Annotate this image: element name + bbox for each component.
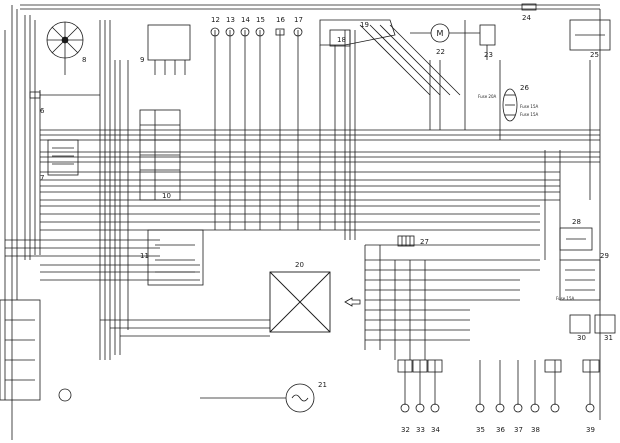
callout-13: 13 [226,16,235,24]
callout-36: 36 [496,426,505,434]
battery-20-symbol [269,271,331,333]
relay-30-31-symbol [569,314,616,334]
callouts: 6 7 8 9 10 11 12 13 14 15 16 17 18 19 20… [40,14,613,434]
bulbs-bottom-row [397,359,600,413]
callout-18: 18 [337,36,346,44]
fan-8-symbol [46,21,84,75]
callout-31: 31 [604,334,613,342]
callout-39: 39 [586,426,595,434]
callout-35: 35 [476,426,485,434]
callout-32: 32 [401,426,410,434]
fuse-box-26-symbol [502,88,518,122]
motor-label: M [437,29,444,38]
callout-9: 9 [140,56,144,64]
module-9-symbol [147,24,191,75]
callout-15: 15 [256,16,265,24]
callout-16: 16 [276,16,285,24]
ecu-25-symbol [569,19,611,51]
fuse-label-b: Fuse 15A [520,104,539,109]
relay-board-10-symbol [139,109,181,201]
callout-30: 30 [577,334,586,342]
direction-arrow [344,297,361,307]
callout-20: 20 [295,261,304,269]
callout-26: 26 [520,84,529,92]
callout-33: 33 [416,426,425,434]
callout-17: 17 [294,16,303,24]
wire-harness [4,4,601,440]
switch-block-11-symbol [147,229,204,286]
callout-11: 11 [140,252,149,260]
callout-23: 23 [484,51,493,59]
callout-22: 22 [436,48,445,56]
callout-28: 28 [572,218,581,226]
callout-10: 10 [162,192,171,200]
starter-relay-23-symbol [479,24,496,60]
callout-38: 38 [531,426,540,434]
starter-motor-22-symbol [410,23,480,43]
callout-7: 7 [40,174,44,182]
lamps-row [210,27,303,37]
callout-12: 12 [211,16,220,24]
fuse-label-c: Fuse 15A [520,112,539,117]
callout-25: 25 [590,51,599,59]
callout-8: 8 [82,56,86,64]
callout-19: 19 [360,21,369,29]
callout-34: 34 [431,426,440,434]
regulator-7-symbol [47,139,79,176]
handlebar-switch-19-symbol [319,19,396,47]
relay-28-symbol [559,227,593,251]
callout-29: 29 [600,252,609,260]
callout-27: 27 [420,238,429,246]
callout-37: 37 [514,426,523,434]
relay-29-symbol [559,259,601,301]
callout-24: 24 [522,14,531,22]
connector-6-symbol [29,91,100,99]
fuse-label-a: Fuse 20A [478,94,497,99]
callout-21: 21 [318,381,327,389]
callout-6: 6 [40,107,45,115]
connector-27-symbol [397,235,415,247]
lower-left-module [0,299,72,402]
fuse-label-d: Fuse 15A [556,296,575,301]
callout-14: 14 [241,16,250,24]
generator-21-symbol [200,383,315,413]
main-fuse-24-symbol [521,3,537,11]
